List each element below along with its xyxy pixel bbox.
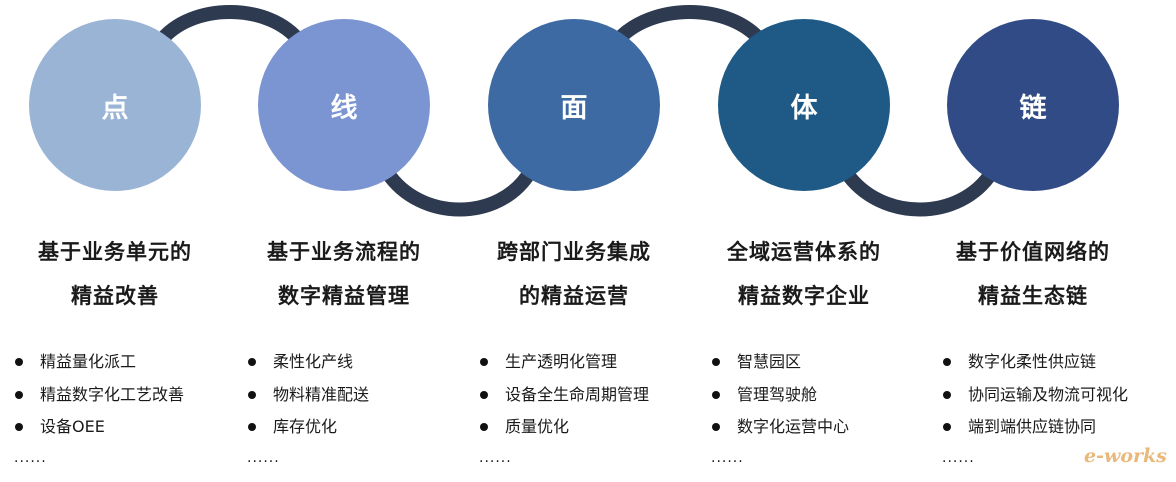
stage-title: 跨部门业务集成 的精益运营	[459, 230, 689, 318]
stage-title: 基于价值网络的 精益生态链	[918, 230, 1148, 318]
eworks-watermark-logo: e-works	[1084, 445, 1167, 467]
ellipsis-more: ......	[14, 450, 47, 466]
list-item: 质量优化	[477, 411, 649, 444]
stage-title-line-2: 精益改善	[71, 284, 159, 308]
list-item: 生产透明化管理	[477, 346, 649, 379]
stage-label: 线	[330, 92, 358, 124]
stage-title: 基于业务单元的 精益改善	[0, 230, 230, 318]
list-item: 设备全生命周期管理	[477, 379, 649, 412]
stage-column-1: 基于业务单元的 精益改善 精益量化派工 精益数字化工艺改善 设备OEE ....…	[0, 230, 230, 466]
bullet-dot-icon	[480, 423, 488, 431]
list-item: 端到端供应链协同	[940, 411, 1128, 444]
stage-label: 体	[790, 92, 818, 124]
stage-circle-mian: 面	[488, 19, 660, 191]
stage-title-line-2: 精益生态链	[978, 284, 1088, 308]
stage-title-line-1: 基于价值网络的	[956, 240, 1110, 264]
list-item: 精益量化派工	[12, 346, 184, 379]
stage-bullet-list: 数字化柔性供应链 协同运输及物流可视化 端到端供应链协同	[940, 346, 1128, 444]
stage-bullet-list: 生产透明化管理 设备全生命周期管理 质量优化	[477, 346, 649, 444]
stage-column-3: 跨部门业务集成 的精益运营 生产透明化管理 设备全生命周期管理 质量优化 ...…	[459, 230, 689, 466]
stage-bullet-list: 柔性化产线 物料精准配送 库存优化	[245, 346, 369, 444]
stage-column-5: 基于价值网络的 精益生态链 数字化柔性供应链 协同运输及物流可视化 端到端供应链…	[918, 230, 1148, 466]
bullet-dot-icon	[480, 358, 488, 366]
stage-title-line-1: 基于业务流程的	[267, 240, 421, 264]
list-item: 管理驾驶舱	[709, 379, 849, 412]
bullet-dot-icon	[15, 358, 23, 366]
stage-title-line-2: 精益数字企业	[738, 284, 870, 308]
list-item: 库存优化	[245, 411, 369, 444]
bullet-dot-icon	[15, 423, 23, 431]
list-item: 精益数字化工艺改善	[12, 379, 184, 412]
connector-arc-2	[380, 165, 537, 217]
bullet-dot-icon	[712, 423, 720, 431]
stage-circle-ti: 体	[718, 19, 890, 191]
stage-title: 基于业务流程的 数字精益管理	[229, 230, 459, 318]
ellipsis-more: ......	[711, 450, 744, 466]
stage-label: 链	[1019, 92, 1047, 124]
bullet-dot-icon	[943, 390, 951, 399]
stage-label: 面	[560, 92, 588, 124]
stage-title-line-2: 的精益运营	[519, 284, 629, 308]
list-item: 数字化柔性供应链	[940, 346, 1128, 379]
bullet-dot-icon	[480, 390, 488, 399]
bullet-dot-icon	[248, 423, 256, 431]
bullet-dot-icon	[943, 423, 951, 431]
connector-arc-3	[609, 5, 769, 49]
ellipsis-more: ......	[942, 450, 975, 466]
stage-title-line-2: 数字精益管理	[278, 284, 410, 308]
stage-bullet-list: 精益量化派工 精益数字化工艺改善 设备OEE	[12, 346, 184, 444]
bullet-dot-icon	[248, 390, 256, 399]
bullet-dot-icon	[943, 358, 951, 366]
stage-circle-lian: 链	[947, 19, 1119, 191]
list-item: 设备OEE	[12, 411, 184, 444]
stage-label: 点	[101, 92, 129, 124]
list-item: 柔性化产线	[245, 346, 369, 379]
connector-arc-1	[153, 5, 307, 49]
stage-title-line-1: 跨部门业务集成	[497, 240, 651, 264]
ellipsis-more: ......	[479, 450, 512, 466]
stage-circle-dian: 点	[29, 19, 201, 191]
stage-column-4: 全域运营体系的 精益数字企业 智慧园区 管理驾驶舱 数字化运营中心 ......	[689, 230, 919, 466]
stage-title: 全域运营体系的 精益数字企业	[689, 230, 919, 318]
connector-arc-4	[839, 165, 999, 217]
bullet-dot-icon	[15, 390, 23, 399]
ellipsis-more: ......	[247, 450, 280, 466]
stage-bullet-list: 智慧园区 管理驾驶舱 数字化运营中心	[709, 346, 849, 444]
stage-column-2: 基于业务流程的 数字精益管理 柔性化产线 物料精准配送 库存优化 ......	[229, 230, 459, 466]
stage-title-line-1: 全域运营体系的	[727, 240, 881, 264]
stage-circle-xian: 线	[258, 19, 430, 191]
bullet-dot-icon	[712, 358, 720, 366]
list-item: 物料精准配送	[245, 379, 369, 412]
bullet-dot-icon	[712, 390, 720, 399]
list-item: 智慧园区	[709, 346, 849, 379]
list-item: 数字化运营中心	[709, 411, 849, 444]
stage-title-line-1: 基于业务单元的	[38, 240, 192, 264]
list-item: 协同运输及物流可视化	[940, 379, 1128, 412]
bullet-dot-icon	[248, 358, 256, 366]
